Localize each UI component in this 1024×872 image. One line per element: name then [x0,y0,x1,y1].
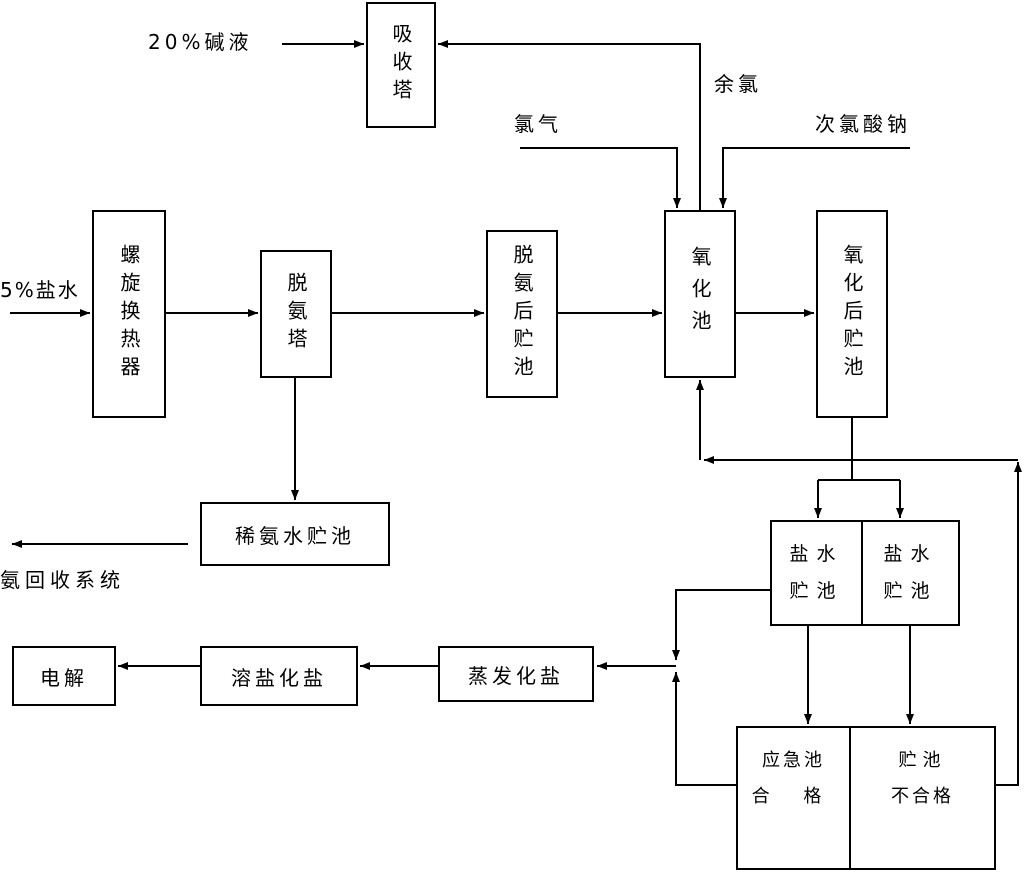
evaporation-box: 蒸发化盐 [438,646,594,702]
brine-tank-a-box: 盐水 贮池 [770,520,863,626]
arrow-return-up-right [996,462,1022,786]
deammonia-tower-box: 脱氨塔 [260,250,332,378]
absorber-box: 吸收塔 [366,2,436,128]
label-ammonia-recovery: 氨回收系统 [0,568,125,592]
oxidation-tank-box: 氧化池 [664,210,736,378]
label-brine-feed: 5%盐水 [0,278,80,302]
storage-tank-box: 贮池 不合格 [849,726,996,870]
arrow-emergency-to-junction [672,672,736,786]
emergency-tank-line2: 合 格 [751,786,836,807]
arrow-brine-a-to-junction [672,589,770,660]
evaporation-label: 蒸发化盐 [468,663,564,688]
salt-dissolving-label: 溶盐化盐 [231,665,327,690]
label-residual-chlorine: 余氯 [714,72,762,96]
arrow-hypochlorite-to-oxidation [719,147,910,208]
post-deammonia-tank-box: 脱氨后贮池 [486,230,558,398]
label-alkali: 20%碱液 [148,30,253,54]
salt-dissolving-box: 溶盐化盐 [200,646,358,706]
brine-tank-a-line2: 贮池 [789,580,844,602]
emergency-tank-box: 应急池 合 格 [736,726,851,870]
brine-tank-b-box: 盐水 贮池 [861,520,960,626]
arrow-chlorine-gas-to-oxidation [520,147,681,208]
post-oxidation-tank-label: 氧化后贮池 [840,244,864,384]
label-sodium-hypochlorite: 次氯酸钠 [815,112,911,136]
deammonia-tower-label: 脱氨塔 [284,272,308,356]
emergency-tank-line1: 应急池 [762,750,825,771]
dilute-ammonia-tank-label: 稀氨水贮池 [235,523,355,548]
post-deammonia-tank-label: 脱氨后贮池 [510,244,534,384]
dilute-ammonia-tank-box: 稀氨水贮池 [200,502,390,566]
spiral-heat-exchanger-label: 螺旋换热器 [117,244,141,384]
label-chlorine-gas: 氯气 [514,112,562,136]
brine-tank-a-line1: 盐水 [789,543,844,565]
brine-tank-b-line1: 盐水 [883,543,938,565]
storage-tank-line1: 贮池 [898,750,947,771]
electrolysis-label: 电解 [40,665,88,690]
storage-tank-line2: 不合格 [891,786,954,807]
brine-tank-b-line2: 贮池 [883,580,938,602]
arrow-residual-chlorine-to-absorber [438,40,701,210]
post-oxidation-tank-box: 氧化后贮池 [816,210,888,418]
absorber-label: 吸收塔 [389,23,413,107]
oxidation-tank-label: 氧化池 [688,246,712,342]
electrolysis-box: 电解 [12,646,116,706]
spiral-heat-exchanger-box: 螺旋换热器 [92,210,166,418]
